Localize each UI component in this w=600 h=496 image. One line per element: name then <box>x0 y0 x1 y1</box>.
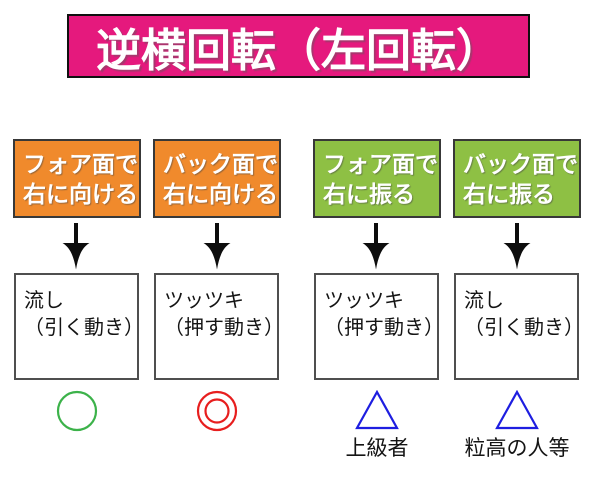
down-arrow-icon <box>503 223 531 270</box>
result-line1: ツッツキ <box>324 290 404 312</box>
result-box-nagashi: 流し （引く動き） <box>454 273 584 380</box>
triangle-symbol-icon <box>355 390 399 430</box>
title-banner: 逆横回転（左回転） <box>67 14 530 78</box>
result-line1: ツッツキ <box>164 290 244 312</box>
action-line2: 右に向ける <box>163 181 278 207</box>
circle-symbol-icon <box>56 390 98 432</box>
down-arrow-icon <box>203 223 231 270</box>
result-line1: 流し <box>464 290 504 312</box>
action-line1: フォア面で <box>23 151 138 177</box>
result-box-nagashi: 流し （引く動き） <box>14 273 144 380</box>
action-line2: 右に振る <box>323 181 415 207</box>
action-box-fore-turn-right: フォア面で 右に向ける <box>13 139 141 218</box>
result-line2: （引く動き） <box>24 317 144 339</box>
result-line2: （引く動き） <box>464 317 584 339</box>
double-circle-symbol-icon <box>196 390 238 432</box>
action-line1: バック面で <box>163 151 278 177</box>
note-advanced-players: 上級者 <box>345 437 409 460</box>
down-arrow-icon <box>62 223 90 270</box>
action-box-back-swing-right: バック面で 右に振る <box>453 139 581 218</box>
result-line1: 流し <box>24 290 64 312</box>
result-box-tsuttsuki: ツッツキ （押す動き） <box>154 273 284 380</box>
result-line2: （押す動き） <box>324 317 444 339</box>
down-arrow-icon <box>362 223 390 270</box>
result-box-tsuttsuki: ツッツキ （押す動き） <box>314 273 444 380</box>
action-box-back-turn-right: バック面で 右に向ける <box>153 139 281 218</box>
action-line1: フォア面で <box>323 151 438 177</box>
action-line2: 右に向ける <box>23 181 138 207</box>
action-line2: 右に振る <box>463 181 555 207</box>
note-long-pips-players: 粒高の人等 <box>464 437 570 460</box>
triangle-symbol-icon <box>495 390 539 430</box>
result-line2: （押す動き） <box>164 317 284 339</box>
action-box-fore-swing-right: フォア面で 右に振る <box>313 139 441 218</box>
action-line1: バック面で <box>463 151 578 177</box>
